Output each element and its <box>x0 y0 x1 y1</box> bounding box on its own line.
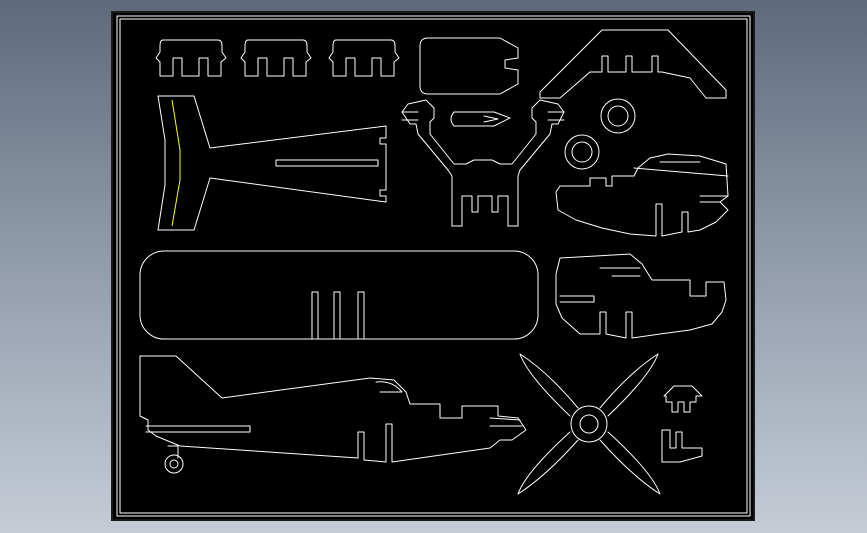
clip-part-1 <box>155 39 227 77</box>
horizontal-stabilizer-part <box>539 29 727 99</box>
fuselage-top-part <box>419 37 519 95</box>
sheet-border-outer <box>116 15 751 517</box>
ring-small-part <box>564 134 600 170</box>
small-clip-part <box>663 385 703 413</box>
side-panel-lower-part <box>555 253 727 339</box>
fuselage-side-part <box>139 355 527 474</box>
sheet-border-inner <box>119 18 748 514</box>
propeller-part <box>517 353 661 495</box>
small-bracket-part <box>661 429 703 463</box>
clip-part-2 <box>240 39 312 77</box>
landing-gear-strut-part <box>401 99 565 227</box>
wing-part <box>139 250 539 340</box>
clip-part-3 <box>328 39 400 77</box>
drawing-sheet <box>111 11 755 521</box>
side-panel-upper-part <box>555 153 729 237</box>
tail-fin-part <box>157 95 387 231</box>
ring-large-part <box>600 98 636 134</box>
